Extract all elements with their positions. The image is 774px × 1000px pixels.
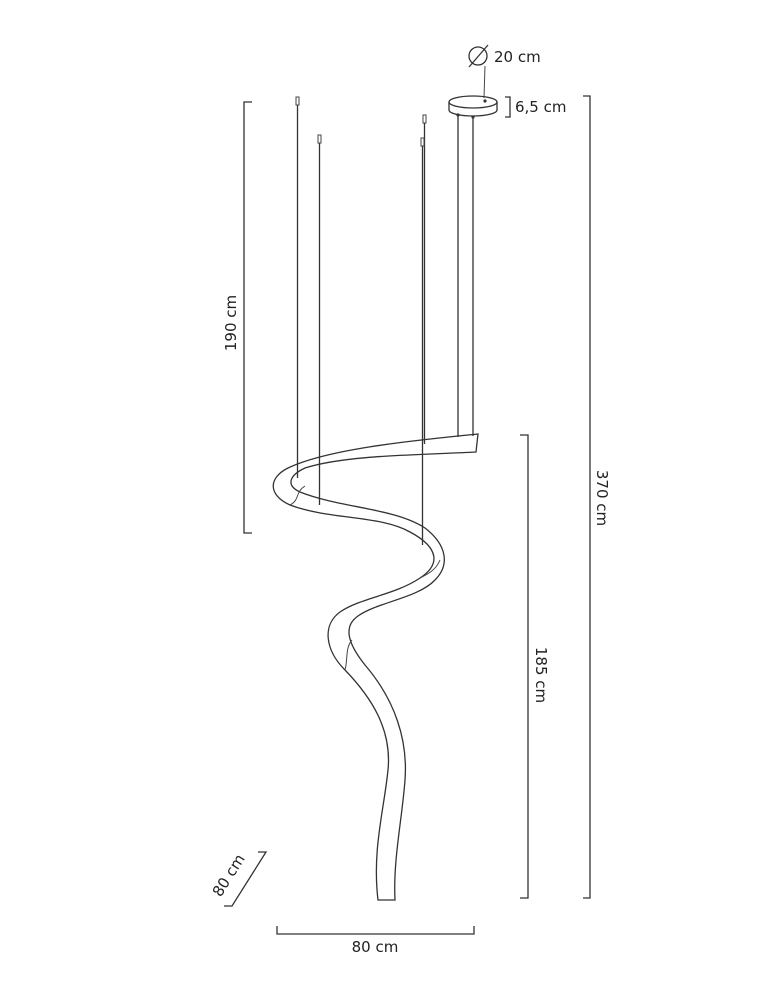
canopy-height-bracket — [505, 96, 511, 118]
suspension-length-label: 190 cm — [222, 295, 240, 351]
ribbon-inner-edge — [344, 639, 353, 671]
lamp-ribbon-outline — [272, 433, 479, 901]
diameter-leader-line — [483, 65, 486, 99]
suspension-length-bracket — [243, 101, 252, 534]
ribbon-inner-edge — [289, 485, 306, 506]
lamp-height-label: 185 cm — [532, 647, 550, 703]
ceiling-canopy — [448, 95, 498, 119]
width-label: 80 cm — [352, 938, 399, 956]
diameter-icon — [468, 44, 489, 68]
depth-label: 80 cm — [209, 851, 249, 900]
total-height-bracket — [583, 95, 591, 899]
ribbon-inner-edge — [419, 559, 441, 579]
spiral-lamp-body — [272, 433, 479, 901]
canopy-height-label: 6,5 cm — [515, 98, 566, 116]
canopy-diameter-label: 20 cm — [494, 48, 541, 66]
depth-dimension — [224, 851, 268, 907]
total-height-label: 370 cm — [593, 470, 611, 526]
lamp-height-bracket — [520, 434, 529, 899]
width-bracket — [276, 926, 475, 935]
suspension-cables — [295, 96, 474, 545]
